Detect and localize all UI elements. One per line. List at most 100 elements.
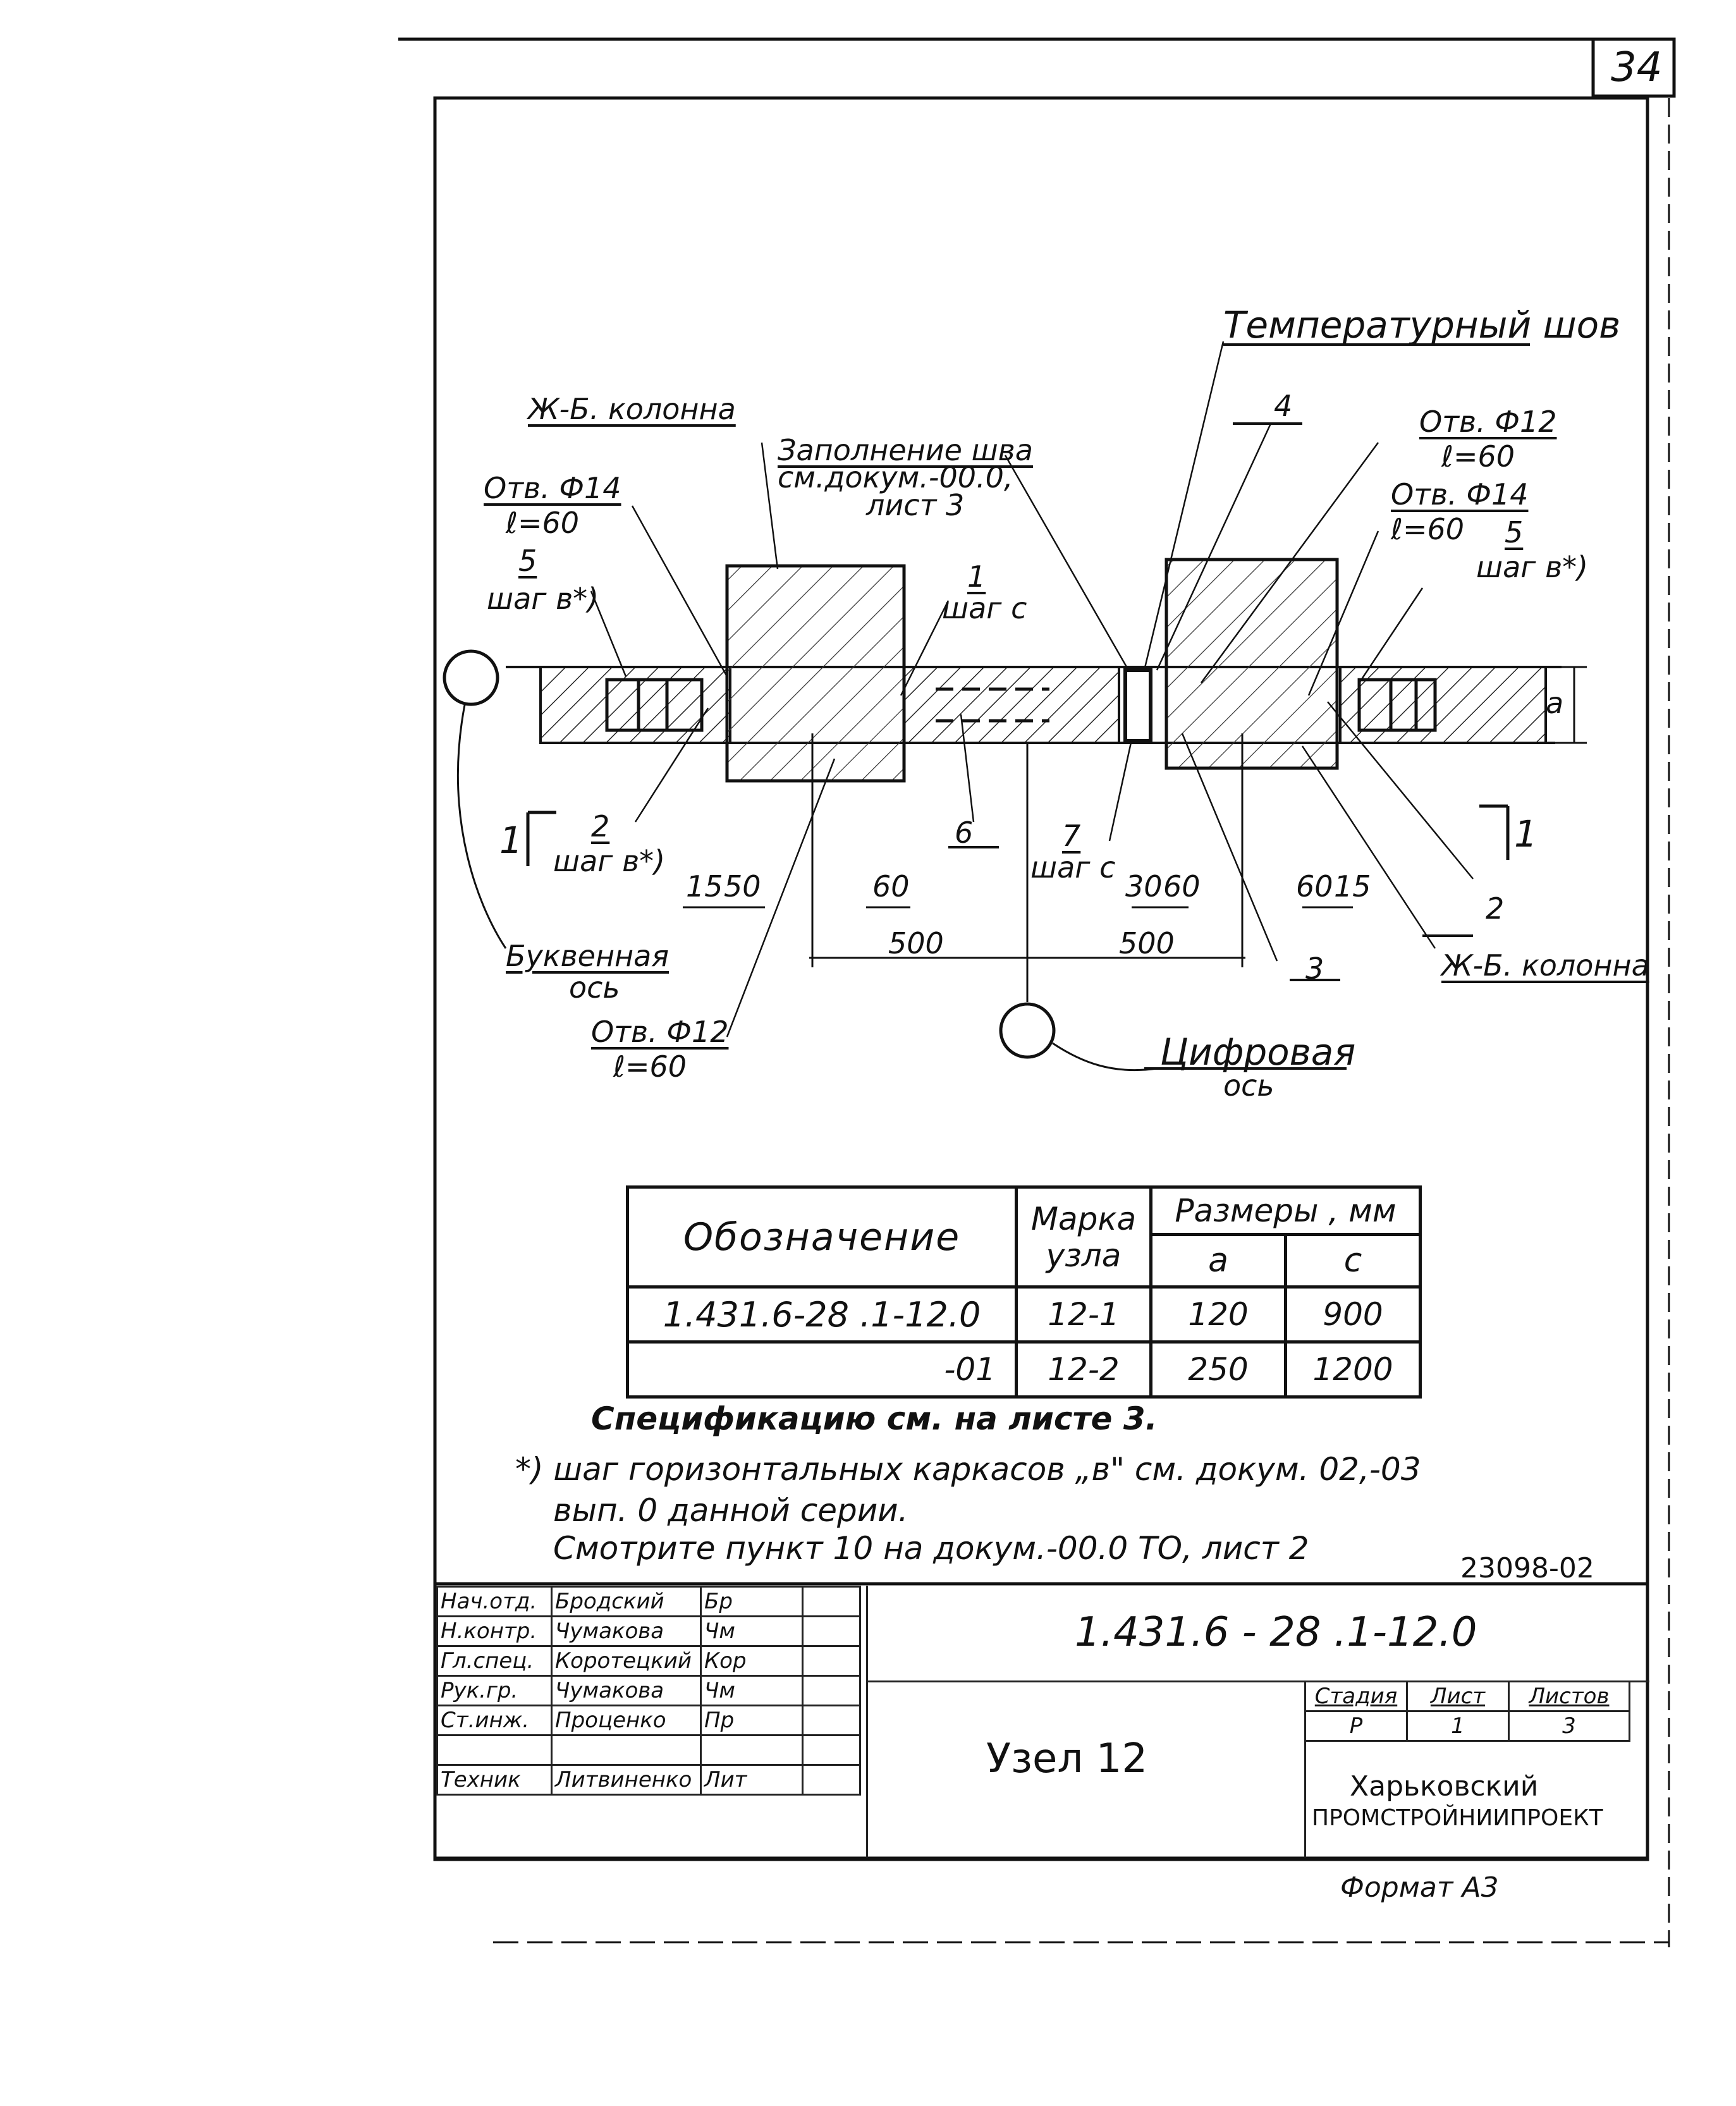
pos5-left: 5 [518, 544, 537, 578]
table-row: Ст.инж. Проценко Пр [436, 1705, 861, 1736]
pos5-right-step: шаг в*) [1476, 550, 1589, 584]
dim-60-mid: 60 [1163, 869, 1201, 903]
dimension-lines [683, 666, 1587, 1002]
pos6: 6 [955, 816, 974, 850]
letter-axis-bubble [443, 649, 499, 706]
column-left-label: Ж-Б. колонна [528, 392, 736, 426]
hole-right-a-dia: Отв. Ф12 [1419, 405, 1557, 439]
table-row: Гл.спец. Коротецкий Кор [436, 1645, 861, 1677]
hole-right-b-len: ℓ=60 [1391, 512, 1465, 546]
title-block-roles: Нач.отд. Бродский Бр Н.контр. Чумакова Ч… [436, 1586, 861, 1796]
signature-cell: Бр [700, 1586, 804, 1617]
signature-cell: Кор [700, 1645, 804, 1677]
row-a: 120 [1149, 1285, 1287, 1344]
table-row: Техник Литвиненко Лит [436, 1764, 861, 1796]
header-mark-line2: узла [1046, 1237, 1122, 1274]
table-row: Н.контр. Чумакова Чм [436, 1615, 861, 1647]
table-row: -01 12-2 250 1200 [626, 1340, 1422, 1399]
signature-cell: Пр [700, 1705, 804, 1736]
pos5-left-step: шаг в*) [487, 582, 599, 616]
row-mark: 12-2 [1015, 1340, 1152, 1399]
row-mark: 12-1 [1015, 1285, 1152, 1344]
column-left [725, 564, 906, 783]
dim-500-left: 500 [888, 926, 944, 960]
header-sizes: Размеры , мм [1149, 1185, 1422, 1236]
row-c: 1200 [1284, 1340, 1422, 1399]
hole-right-a-len: ℓ=60 [1441, 439, 1515, 474]
role-cell [436, 1734, 553, 1766]
sheet-number: 34 [1611, 44, 1663, 91]
stage-label: Стадия [1304, 1681, 1408, 1712]
date-cell [802, 1734, 861, 1766]
label-underlines [948, 343, 1530, 1070]
date-cell [802, 1615, 861, 1647]
signature-cell: Чм [700, 1675, 804, 1706]
letter-axis-label: Буквенная [506, 939, 669, 973]
digit-axis-label: Цифровая [1160, 1031, 1356, 1074]
pos4: 4 [1274, 389, 1293, 423]
signature-cell: Чм [700, 1615, 804, 1647]
signature-cell [700, 1734, 804, 1766]
row-designation: -01 [626, 1340, 1018, 1399]
sheets-label: Листов [1508, 1681, 1630, 1712]
header-mark: Марка узла [1015, 1185, 1152, 1289]
signature-cell: Лит [700, 1764, 804, 1796]
doc-code: 1.431.6 - 28 .1-12.0 [1075, 1609, 1477, 1656]
dim-30: 30 [1125, 869, 1163, 903]
pos7: 7 [1062, 819, 1081, 853]
archive-number: 23098-02 [1460, 1552, 1594, 1584]
role-cell: Н.контр. [436, 1615, 553, 1647]
sheet-value: 1 [1406, 1710, 1510, 1742]
header-c: c [1284, 1233, 1422, 1289]
format-label: Формат А3 [1340, 1871, 1499, 1904]
name-cell: Проценко [551, 1705, 702, 1736]
name-cell [551, 1734, 702, 1766]
name-cell: Коротецкий [551, 1645, 702, 1677]
dim-60-left: 60 [872, 869, 910, 903]
hole-left-top-dia: Отв. Ф14 [484, 471, 621, 505]
role-cell: Нач.отд. [436, 1586, 553, 1617]
spec-table: Обозначение Марка узла Размеры , мм a c … [626, 1185, 1422, 1399]
name-cell: Чумакова [551, 1675, 702, 1706]
pos5-right: 5 [1505, 515, 1524, 549]
table-row: Нач.отд. Бродский Бр [436, 1586, 861, 1617]
column-right [1164, 558, 1339, 770]
header-designation: Обозначение [626, 1185, 1018, 1289]
digit-axis-label-2: ось [1223, 1068, 1274, 1103]
org-name-line2: промстройниипроект [1312, 1805, 1603, 1831]
footnote-line1: *) шаг горизонтальных каркасов „в" см. д… [515, 1451, 1421, 1488]
hole-right-b-dia: Отв. Ф14 [1391, 477, 1529, 511]
dim-a-label: a [1546, 686, 1564, 720]
date-cell [802, 1675, 861, 1706]
table-row: Рук.гр. Чумакова Чм [436, 1675, 861, 1706]
pos1: 1 [967, 560, 986, 594]
name-cell: Литвиненко [551, 1764, 702, 1796]
dim-15-left: 15 [686, 869, 723, 903]
dim-60-right: 60 [1296, 869, 1333, 903]
fill-label-line1: Заполнение шва [778, 433, 1033, 467]
dim-50: 50 [724, 869, 761, 903]
row-a: 250 [1149, 1340, 1287, 1399]
fill-label-line3: лист 3 [866, 488, 965, 522]
dim-500-right: 500 [1119, 926, 1175, 960]
column-right-label: Ж-Б. колонна [1441, 948, 1649, 983]
header-a: a [1149, 1233, 1287, 1289]
frames [605, 668, 1437, 743]
letter-axis-label-2: ось [569, 970, 620, 1005]
date-cell [802, 1764, 861, 1796]
footnote-line3: Смотрите пункт 10 на докум.-00.0 ТО, лис… [553, 1530, 1309, 1567]
date-cell [802, 1645, 861, 1677]
stage-table: Стадия Лист Листов Р 1 3 [1304, 1681, 1630, 1742]
hole-left-bot-len: ℓ=60 [613, 1050, 687, 1084]
role-cell: Ст.инж. [436, 1705, 553, 1736]
role-cell: Техник [436, 1764, 553, 1796]
table-row [436, 1734, 861, 1766]
date-cell [802, 1586, 861, 1617]
org-name-line1: Харьковский [1350, 1770, 1539, 1803]
title-cell [866, 1681, 1306, 1858]
stage-value: Р [1304, 1710, 1408, 1742]
axis-leaders [457, 704, 1158, 1072]
section-left-label: 1 [499, 819, 523, 862]
pos2-right: 2 [1486, 891, 1505, 926]
